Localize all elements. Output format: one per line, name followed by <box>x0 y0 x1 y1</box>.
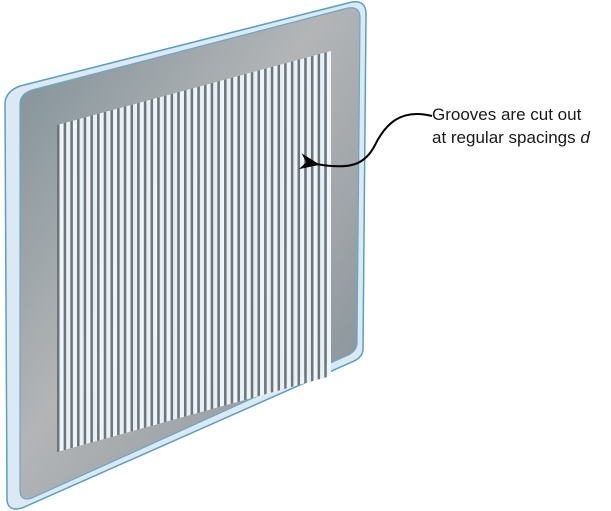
groove-shadow <box>237 75 240 402</box>
groove <box>86 115 91 444</box>
groove <box>146 99 151 428</box>
groove <box>133 103 138 431</box>
groove <box>166 94 171 422</box>
groove-shadow <box>310 55 314 382</box>
groove <box>326 51 331 378</box>
groove-shadow <box>137 102 140 430</box>
groove <box>260 69 265 396</box>
groove <box>159 96 164 424</box>
groove-shadow <box>284 62 287 389</box>
groove-region <box>57 51 331 452</box>
groove <box>79 117 84 446</box>
groove <box>173 92 178 420</box>
groove-shadow <box>143 100 147 428</box>
groove <box>179 90 184 418</box>
groove <box>273 65 278 392</box>
groove-shadow <box>264 68 267 395</box>
groove-annotation: Grooves are cut out at regular spacings … <box>432 103 590 149</box>
groove <box>206 83 211 411</box>
annotation-line-2: at regular spacings d <box>432 128 590 147</box>
groove <box>293 60 298 387</box>
groove-shadow <box>317 53 321 380</box>
groove-shadow <box>210 82 214 410</box>
groove-shadow <box>157 97 160 425</box>
annotation-arrow <box>298 113 433 170</box>
groove <box>253 70 258 398</box>
groove-shadow <box>83 117 87 445</box>
groove-shadow <box>77 118 80 447</box>
groove-shadow <box>90 115 93 443</box>
groove-shadow <box>304 57 307 384</box>
groove <box>246 72 251 400</box>
groove <box>320 52 325 380</box>
groove <box>139 101 144 430</box>
groove-shadow <box>324 52 327 378</box>
groove <box>126 105 131 433</box>
groove-shadow <box>250 71 254 399</box>
groove-shadow <box>123 106 127 434</box>
groove-shadow <box>277 64 281 391</box>
groove <box>286 61 291 389</box>
groove <box>99 112 104 441</box>
groove <box>66 121 71 450</box>
groove-shadow <box>110 109 114 438</box>
groove <box>280 63 285 391</box>
groove-shadow <box>230 77 234 404</box>
groove-shadow <box>177 91 180 419</box>
groove-shadow <box>130 104 134 432</box>
groove <box>300 58 305 385</box>
groove <box>113 108 118 437</box>
groove <box>219 79 225 407</box>
groove <box>153 97 158 426</box>
annotation-line-1: Grooves are cut out <box>432 105 582 124</box>
groove-shadow <box>217 80 220 408</box>
groove-shadow <box>70 120 73 449</box>
groove <box>213 81 218 409</box>
groove <box>186 88 191 417</box>
groove <box>72 119 78 448</box>
groove-shadow <box>117 108 120 436</box>
groove <box>193 87 198 415</box>
groove-shadow <box>290 61 294 388</box>
groove <box>106 110 111 439</box>
spacing-variable: d <box>580 128 590 147</box>
groove <box>59 123 64 452</box>
groove-shadow <box>224 79 227 406</box>
groove <box>239 74 245 402</box>
groove-shadow <box>150 99 154 427</box>
groove <box>226 78 231 405</box>
groove-shadow <box>257 70 261 397</box>
groove-shadow <box>270 66 274 393</box>
groove <box>233 76 238 404</box>
groove-shadow <box>197 86 200 414</box>
groove <box>92 114 98 443</box>
groove <box>119 106 124 435</box>
groove-shadow <box>204 84 207 412</box>
groove-shadow <box>183 90 187 417</box>
groove-shadow <box>190 88 194 415</box>
groove-shadow <box>103 111 107 440</box>
groove-shadow <box>97 113 100 441</box>
groove <box>199 85 205 413</box>
groove <box>313 54 318 381</box>
groove-shadow <box>297 59 301 386</box>
groove-shadow <box>57 124 60 452</box>
groove <box>266 67 271 394</box>
groove-shadow <box>63 122 67 451</box>
groove-shadow <box>163 95 167 423</box>
groove <box>306 56 311 383</box>
groove-shadow <box>244 73 247 401</box>
groove-shadow <box>170 93 174 421</box>
